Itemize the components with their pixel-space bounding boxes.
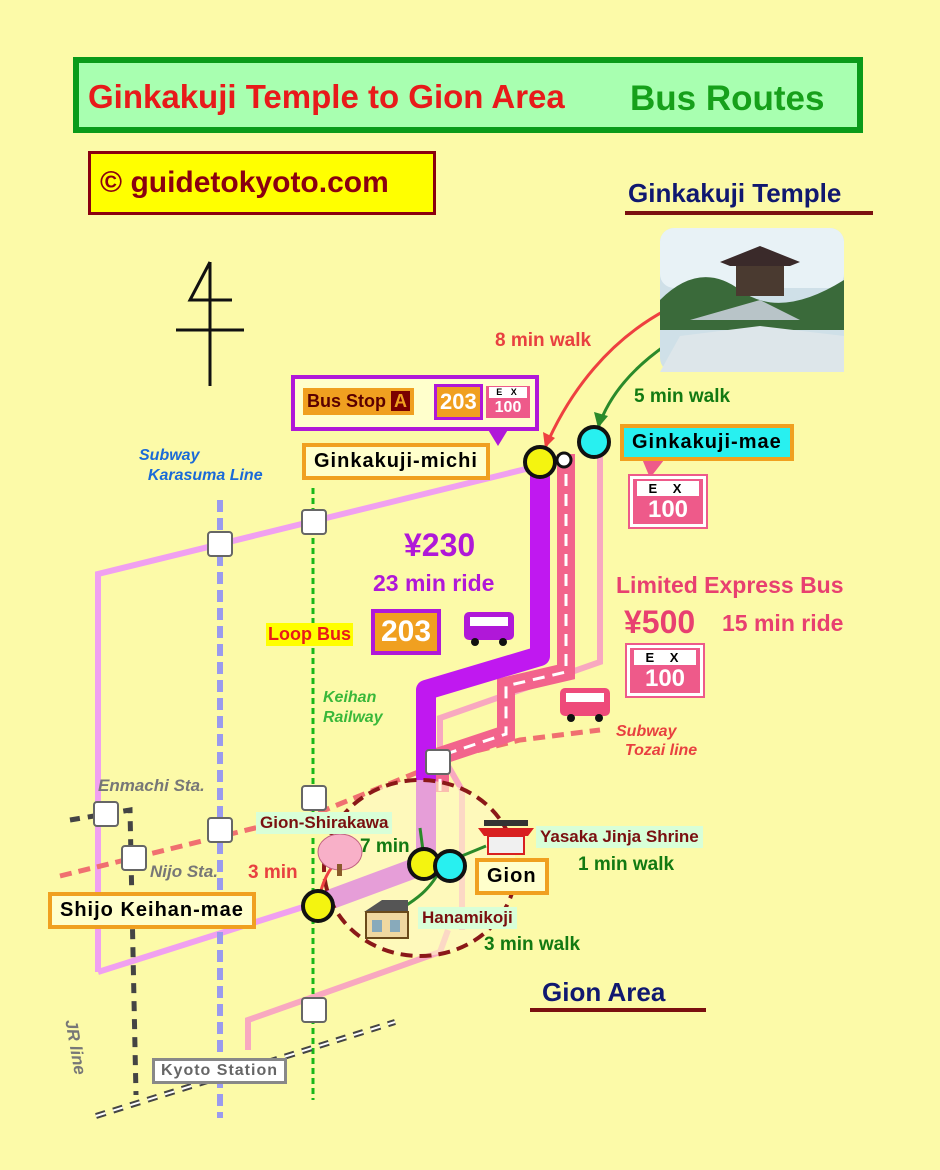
- label-subway-tozai: Subway Tozai line: [616, 723, 698, 759]
- underline-ginkakuji: [625, 211, 873, 215]
- jr-line-main-outline: [95, 1021, 396, 1117]
- page-title: Ginkakuji Temple to Gion Area: [88, 78, 565, 115]
- stop-ginkakuji-mae: Ginkakuji-mae: [620, 424, 794, 461]
- copyright-text: © guidetokyoto.com: [100, 166, 389, 199]
- stop-marker-small: [555, 451, 573, 469]
- bus-icon-express: [560, 688, 610, 722]
- walk-arrow-8min: [543, 308, 667, 449]
- route-203-badge-small: 203: [434, 384, 483, 420]
- callout-tail: [487, 428, 509, 446]
- label-subway-karasuma: Subway Karasuma Line: [139, 447, 263, 484]
- label-enmachi: Enmachi Sta.: [98, 776, 205, 795]
- jr-line-nijo: [69, 807, 139, 1096]
- walk-label-3min: 3 min: [248, 862, 298, 883]
- walk-label-hanamikoji: 3 min walk: [484, 934, 581, 955]
- loop-bus-label: Loop Bus: [266, 623, 353, 646]
- loop-bus-price: ¥230: [404, 527, 476, 563]
- page-subtitle: Bus Routes: [630, 79, 825, 118]
- walk-label-5min: 5 min walk: [634, 386, 731, 407]
- walk-label-8min: 8 min walk: [495, 330, 592, 351]
- label-yasaka-shrine: Yasaka Jinja Shrine: [536, 826, 703, 848]
- cherry-blossom-icon: [317, 833, 363, 876]
- stop-marker-mae: [577, 425, 611, 459]
- express-bus-ride: 15 min ride: [722, 610, 844, 636]
- underline-gion: [530, 1008, 706, 1012]
- ex100-badge-mae: E X 100: [628, 474, 708, 529]
- townhouse-icon: [364, 900, 409, 939]
- express-bus-label: Limited Express Bus: [616, 572, 844, 598]
- express-bus-price: ¥500: [624, 604, 696, 640]
- north-arrow: [176, 261, 244, 386]
- ex100-badge-small: E X 100: [486, 386, 530, 418]
- loop-bus-ride: 23 min ride: [373, 570, 495, 596]
- label-gion-shirakawa: Gion-Shirakawa: [256, 812, 393, 834]
- shrine-icon: [478, 820, 534, 855]
- bus-icon-loop: [464, 612, 514, 646]
- stop-gion: Gion: [475, 858, 549, 895]
- stop-ginkakuji-michi: Ginkakuji-michi: [302, 443, 490, 480]
- label-nijo: Nijo Sta.: [150, 862, 219, 881]
- title-box: [73, 57, 863, 133]
- label-hanamikoji: Hanamikoji: [418, 907, 517, 929]
- area-title-gion: Gion Area: [542, 977, 666, 1007]
- walk-label-7min: 7 min: [360, 836, 410, 857]
- walk-label-yasaka: 1 min walk: [578, 854, 675, 875]
- copyright-box: [88, 151, 436, 215]
- bus-stop-letter: A: [391, 391, 411, 411]
- label-kyoto-station: Kyoto Station: [152, 1058, 287, 1084]
- stop-marker-michi: [523, 445, 557, 479]
- ex100-badge-express: E X 100: [625, 643, 705, 698]
- stop-marker-gion-express: [433, 849, 467, 883]
- ginkakuji-photo: [660, 228, 844, 372]
- stop-shijo-keihan-mae: Shijo Keihan-mae: [48, 892, 256, 929]
- station-icons: [93, 509, 451, 1023]
- stop-marker-shijo: [301, 889, 335, 923]
- area-title-ginkakuji: Ginkakuji Temple: [628, 178, 842, 208]
- label-keihan-railway: Keihan Railway: [323, 689, 383, 726]
- route-203-badge: 203: [371, 609, 442, 655]
- bus-stop-label: Bus Stop A: [303, 388, 415, 415]
